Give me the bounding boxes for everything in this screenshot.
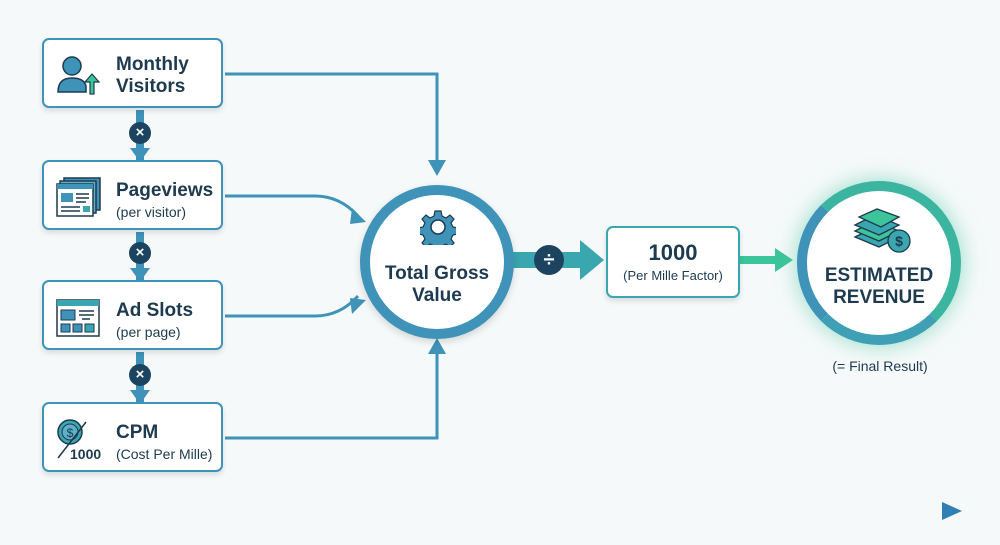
estimated-revenue-node: $ ESTIMATED REVENUE: [797, 181, 961, 345]
input-subtitle: (per page): [116, 324, 181, 340]
total-label: Value: [412, 285, 462, 306]
result-label: ESTIMATED: [824, 265, 934, 286]
input-ad-slots: Ad Slots (per page): [42, 280, 223, 350]
cost-per-thousand-icon: $: [57, 419, 87, 459]
gear-icon: [420, 210, 456, 245]
input-subtitle: (Cost Per Mille): [116, 446, 213, 462]
total-label: Total Gross: [384, 263, 490, 284]
svg-text:$: $: [67, 426, 74, 440]
input-title: Monthly: [116, 54, 189, 75]
result-label: REVENUE: [833, 287, 925, 308]
multiply-operator: ×: [129, 364, 151, 386]
cpm-icon-label: 1000: [70, 446, 102, 462]
total-gross-value-node: Total Gross Value: [360, 185, 514, 339]
final-result-note: (= Final Result): [832, 358, 928, 374]
input-monthly-visitors: Monthly Visitors: [42, 38, 223, 108]
input-title: Pageviews: [116, 180, 214, 201]
per-mille-factor-box: 1000 (Per Mille Factor): [606, 226, 740, 298]
web-pages-icon: [56, 177, 101, 217]
factor-value: 1000: [648, 240, 698, 265]
input-title: CPM: [116, 422, 159, 443]
input-cpm: $ 1000 CPM (Cost Per Mille): [42, 402, 223, 472]
input-title: Visitors: [116, 76, 186, 97]
ad-layout-icon: [56, 299, 100, 337]
user-growth-icon: [57, 56, 101, 95]
input-pageviews: Pageviews (per visitor): [42, 160, 223, 230]
svg-text:$: $: [895, 233, 903, 249]
money-stack-icon: $: [853, 208, 911, 253]
input-subtitle: (per visitor): [116, 204, 187, 220]
multiply-operator: ×: [129, 242, 151, 264]
input-title: Ad Slots: [116, 300, 194, 321]
divide-operator: ÷: [534, 245, 564, 275]
multiply-operator: ×: [129, 122, 151, 144]
factor-label: (Per Mille Factor): [623, 268, 723, 283]
